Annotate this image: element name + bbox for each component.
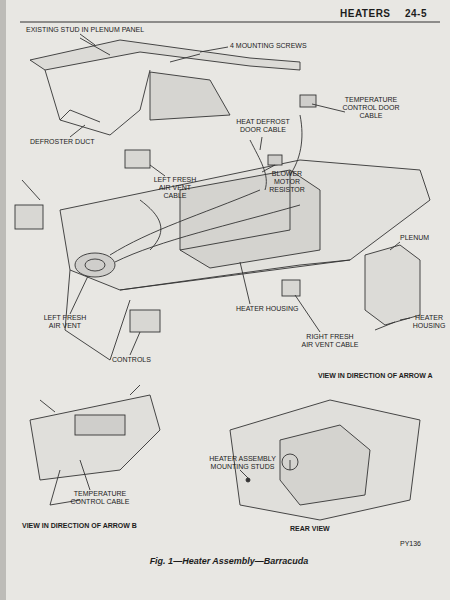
figure-caption: Fig. 1—Heater Assembly—Barracuda	[4, 556, 450, 566]
part-label: DEFROSTER DUCT	[30, 138, 95, 146]
part-label: LEFT FRESH AIR VENT	[40, 314, 90, 330]
part-label: TEMPERATURE CONTROL CABLE	[60, 490, 140, 506]
part-label: HEATER HOUSING	[236, 305, 299, 313]
page-number: 24-5	[405, 8, 427, 19]
part-label: BLOWER MOTOR RESISTOR	[262, 170, 312, 193]
page-heading: HEATERS	[340, 8, 391, 19]
figure-code: PY136	[400, 540, 421, 548]
part-label: HEATER ASSEMBLY MOUNTING STUDS	[190, 455, 295, 471]
part-label: RIGHT FRESH AIR VENT CABLE	[300, 333, 360, 349]
part-label: CONTROLS	[112, 356, 151, 364]
part-label: EXISTING STUD IN PLENUM PANEL	[26, 26, 144, 34]
part-label: TEMPERATURE CONTROL DOOR CABLE	[340, 96, 402, 119]
part-label: REAR VIEW	[290, 525, 330, 533]
part-label: HEATER HOUSING	[412, 314, 446, 330]
part-label: VIEW IN DIRECTION OF ARROW B	[22, 522, 137, 530]
part-label: VIEW IN DIRECTION OF ARROW A	[318, 372, 433, 380]
part-label: 4 MOUNTING SCREWS	[230, 42, 307, 50]
part-label: LEFT FRESH AIR VENT CABLE	[150, 176, 200, 199]
part-label: HEAT DEFROST DOOR CABLE	[236, 118, 290, 134]
part-label: PLENUM	[400, 234, 429, 242]
